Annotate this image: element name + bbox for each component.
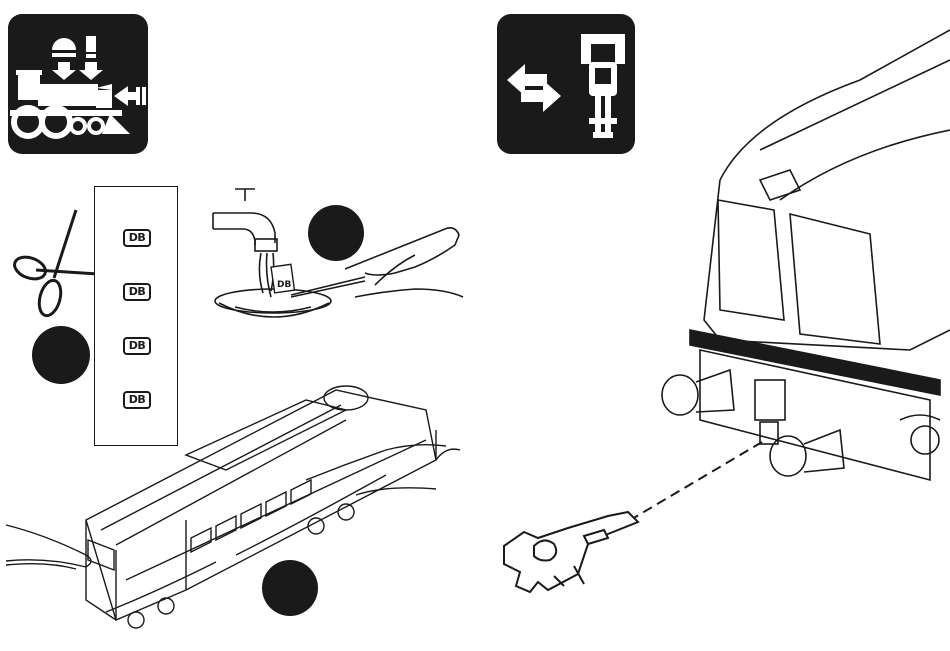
coupler-part-illustration bbox=[494, 506, 644, 606]
db-logo-decal: DB bbox=[123, 229, 151, 247]
db-logo-decal: DB bbox=[123, 283, 151, 301]
locomotive-service-tile bbox=[8, 14, 148, 154]
locomotive-front-illustration bbox=[660, 20, 950, 500]
coupler-exchange-tile bbox=[497, 14, 635, 154]
locomotive-decal-illustration bbox=[6, 350, 466, 640]
step-marker-3 bbox=[262, 560, 318, 616]
scissors-icon bbox=[6, 190, 106, 340]
locomotive-service-icon bbox=[8, 14, 148, 154]
step-marker-2 bbox=[308, 205, 364, 261]
coupler-exchange-icon bbox=[497, 14, 635, 154]
water-decal-label: DB bbox=[277, 280, 291, 290]
